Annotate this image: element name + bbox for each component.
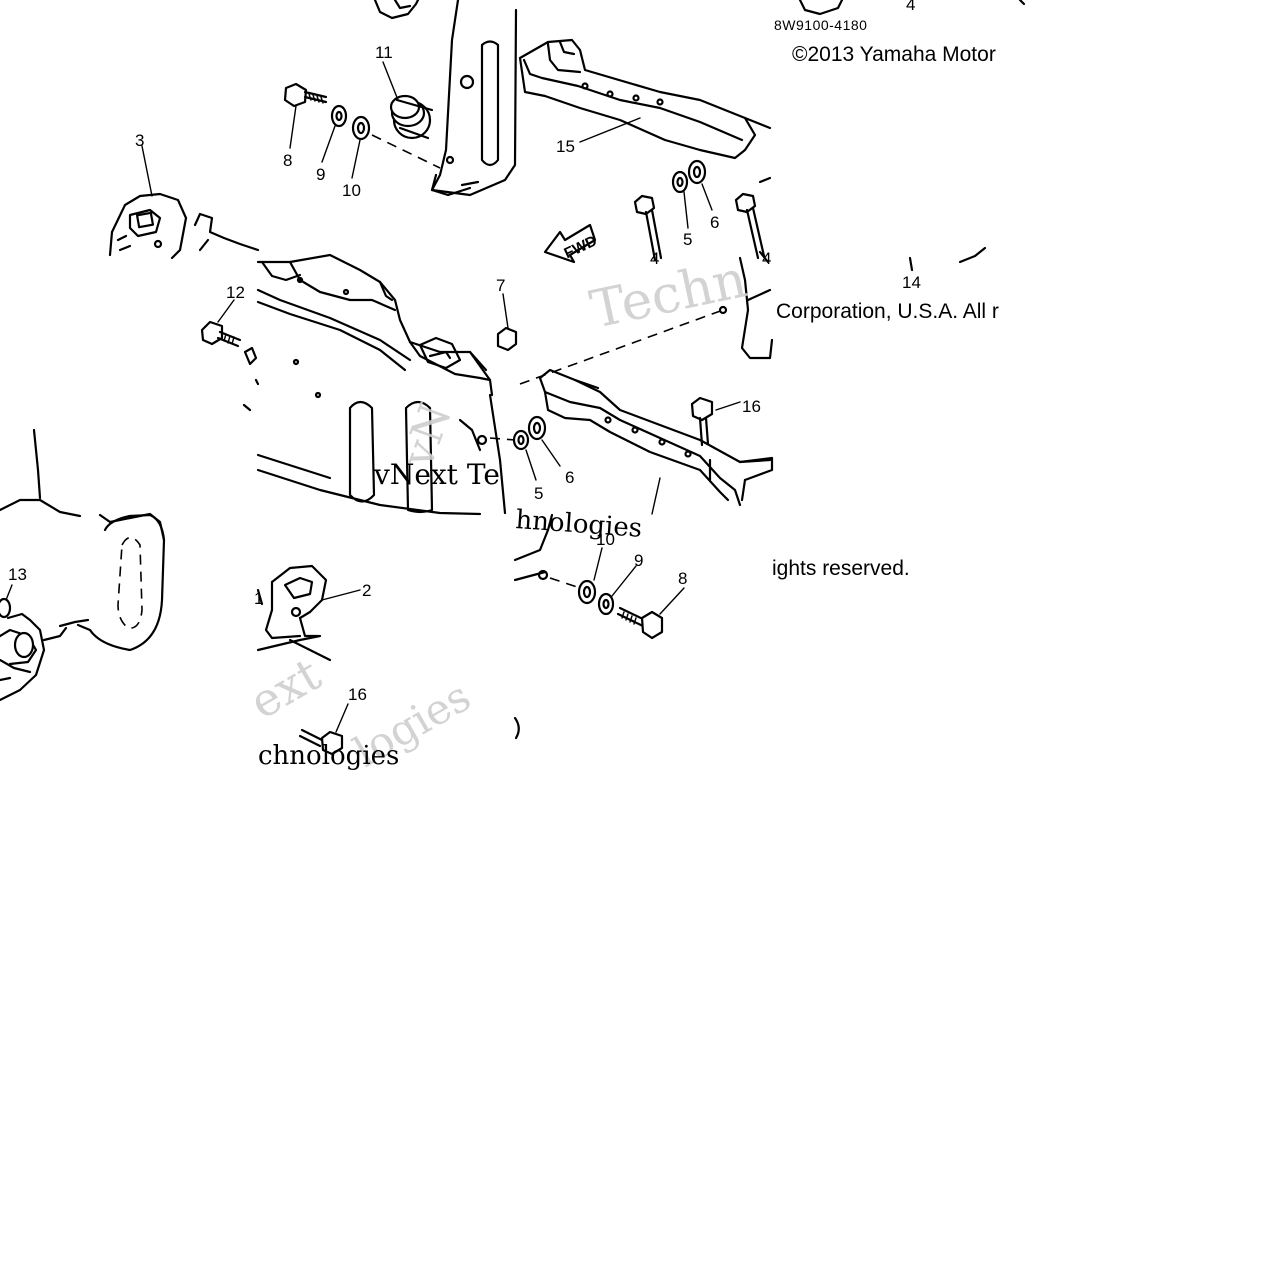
callout-16-upper: 16 — [742, 397, 761, 416]
callout-13: 13 — [8, 565, 27, 584]
washer-part-10-upper — [351, 115, 371, 141]
callout-5-right: 5 — [683, 230, 692, 249]
callout-10-upper: 10 — [342, 181, 361, 200]
watermark-text-2: vNext Te — [373, 458, 500, 491]
bracket-part-3 — [108, 145, 260, 260]
watermark-fragment-4: ext — [241, 647, 330, 730]
copyright-line-2: Corporation, U.S.A. All r — [776, 300, 999, 323]
callout-14: 14 — [902, 273, 921, 292]
callout-7: 7 — [496, 276, 505, 295]
grommet-part-11 — [389, 94, 434, 140]
callout-11: 11 — [375, 43, 393, 62]
copyright-line-3: ights reserved. — [772, 557, 910, 580]
diagram-text: 8W9100-4180 ©2013 Yamaha Motor Corporati… — [8, 0, 999, 771]
callout-2: 2 — [362, 581, 371, 600]
lower-fasteners — [513, 513, 685, 740]
callout-3: 3 — [135, 131, 144, 150]
handle-assembly — [0, 428, 166, 702]
fwd-arrow — [543, 223, 597, 264]
callout-1: 1 — [254, 589, 263, 608]
watermark-text-5: chnologies — [258, 741, 399, 771]
watermark: Techn vN ext logies — [241, 249, 752, 776]
main-frame — [200, 253, 774, 516]
part-code: 8W9100-4180 — [774, 17, 867, 33]
callout-9-lower: 9 — [634, 551, 643, 570]
callout-8-lower: 8 — [678, 569, 687, 588]
crossmember-part-15 — [518, 38, 772, 160]
callout-9-upper: 9 — [316, 165, 325, 184]
callout-15: 15 — [556, 137, 575, 156]
callout-4-far: 4 — [762, 249, 771, 268]
top-right-fragment — [798, 0, 1026, 272]
callout-6-right: 6 — [710, 213, 719, 232]
callout-5-center: 5 — [534, 484, 543, 503]
watermark-fragment-1: Techn — [585, 249, 752, 340]
copyright-line-1: ©2013 Yamaha Motor — [792, 43, 996, 66]
callout-4-top: 4 — [906, 0, 915, 14]
callout-4-mid: 4 — [650, 249, 659, 268]
callout-6-center: 6 — [565, 468, 574, 487]
bracket-part-2 — [256, 564, 361, 756]
callout-10-lower: 10 — [596, 530, 615, 549]
watermark-text-3: hnologies — [515, 505, 644, 544]
callout-8-upper: 8 — [283, 151, 292, 170]
upper-bracket-assembly — [283, 0, 518, 197]
bolts-part-4-right — [633, 159, 772, 264]
callout-16-lower: 16 — [348, 685, 367, 704]
bolt-part-8-upper — [283, 82, 328, 108]
callout-12: 12 — [226, 283, 245, 302]
washer-part-9-upper — [330, 104, 348, 128]
